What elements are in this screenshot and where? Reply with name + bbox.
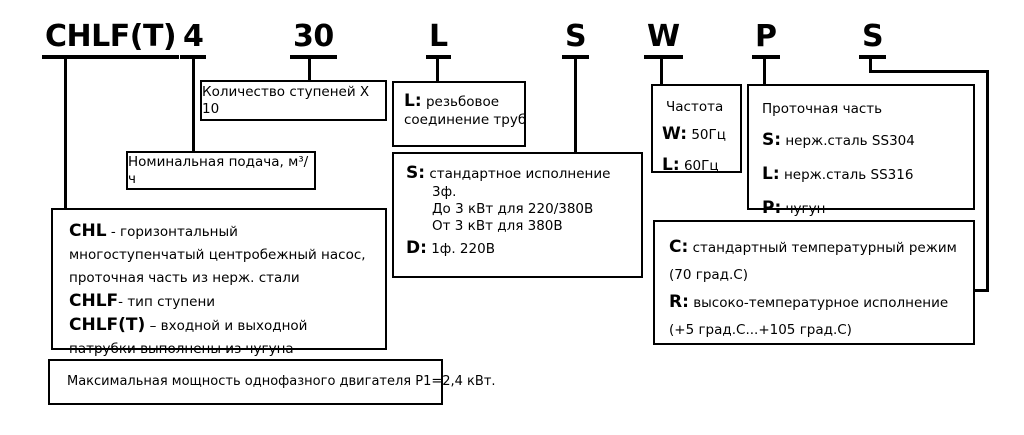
max-power-box: Максимальная мощность однофазного двигат… [48, 359, 496, 405]
connector-temp-v2 [986, 70, 989, 292]
code-letter-series: CHLF(T) [42, 20, 180, 59]
freq-box-l-text: 60Гц [683, 157, 719, 174]
phase-box-s-key: S: [406, 163, 426, 183]
temp-box: C: стандартный температурный режим (70 г… [653, 220, 975, 345]
pipe-box: L: резьбовое соединение труб [392, 81, 526, 147]
series-box-chlf-key: CHLF [69, 291, 119, 311]
series-box-chlft-key: CHLF(T) [69, 315, 146, 335]
code-letter-temp: S [859, 20, 887, 59]
code-letter-material: P [752, 20, 780, 59]
pipe-box-line1: резьбовое [425, 94, 500, 110]
material-box-s-text: нерж.сталь SS304 [785, 133, 915, 149]
phase-box-detail1: 3ф. [432, 184, 457, 201]
flow-box: Номинальная подача, м³/ч [126, 151, 316, 190]
max-power-box-text: Максимальная мощность однофазного двигат… [67, 373, 496, 389]
code-letter-phase: S [562, 20, 590, 59]
temp-box-c-note: (70 град.C) [669, 267, 748, 283]
connector-series [64, 58, 67, 210]
phase-box-detail2: До 3 кВт для 220/380В [432, 201, 594, 218]
code-letter-stages: 30 [290, 20, 337, 59]
stages-box: Количество ступеней X 10 [200, 80, 387, 121]
connector-flow [192, 58, 195, 154]
material-box-p-text: чугун [785, 201, 826, 217]
series-box-chlft-text: – входной и выходной патрубки выполнены … [69, 318, 308, 357]
freq-box-title: Частота [666, 99, 724, 115]
freq-box-l-key: L: [662, 154, 680, 175]
temp-box-r-note: (+5 град.C...+105 град.C) [669, 322, 852, 338]
connector-temp-v1 [869, 58, 872, 73]
material-box-l-text: нерж.сталь SS316 [783, 167, 914, 183]
material-box: Проточная часть S: нерж.сталь SS304 L: н… [747, 84, 975, 218]
flow-box-text: Номинальная подача, м³/ч [128, 153, 309, 187]
phase-box-detail3: От 3 кВт для 380В [432, 218, 563, 234]
connector-temp-h1 [869, 70, 989, 73]
connector-material [763, 58, 766, 87]
series-box-chlf-text: - тип ступени [118, 294, 216, 310]
code-letter-freq: W [644, 20, 683, 59]
material-box-p-key: P: [762, 198, 782, 218]
connector-pipe [436, 58, 439, 84]
temp-box-c-text: стандартный температурный режим [692, 240, 957, 256]
series-box-chl-text: - горизонтальный многоступенчатый центро… [69, 224, 366, 286]
temp-box-c-key: C: [669, 237, 689, 257]
code-letter-pipe: L [426, 20, 451, 59]
connector-stages [308, 58, 311, 83]
freq-box: Частота W: 50Гц L: 60Гц [651, 84, 742, 175]
stages-box-text: Количество ступеней X 10 [202, 83, 370, 117]
phase-box-d-text: 1ф. 220В [431, 240, 495, 257]
temp-box-r-text: высоко-температурное исполнение [693, 295, 949, 311]
phase-box-d-key: D: [406, 237, 427, 258]
freq-box-w-text: 50Гц [691, 127, 726, 144]
temp-box-r-key: R: [669, 292, 689, 312]
phase-box: S: стандартное исполнение 3ф. До 3 кВт д… [392, 152, 643, 278]
series-box-chl-key: CHL [69, 221, 107, 241]
series-box: CHL - горизонтальный многоступенчатый це… [51, 208, 387, 357]
freq-box-w-key: W: [662, 124, 688, 145]
material-box-l-key: L: [762, 164, 780, 184]
phase-box-s-text: стандартное исполнение [429, 166, 611, 182]
pipe-box-key: L: [404, 91, 422, 111]
connector-temp-h2 [972, 289, 989, 292]
connector-freq [660, 58, 663, 87]
code-letter-flow: 4 [180, 20, 207, 59]
material-box-title: Проточная часть [762, 101, 883, 117]
connector-phase [574, 58, 577, 155]
material-box-s-key: S: [762, 130, 782, 150]
pipe-box-line2: соединение труб [404, 112, 527, 129]
